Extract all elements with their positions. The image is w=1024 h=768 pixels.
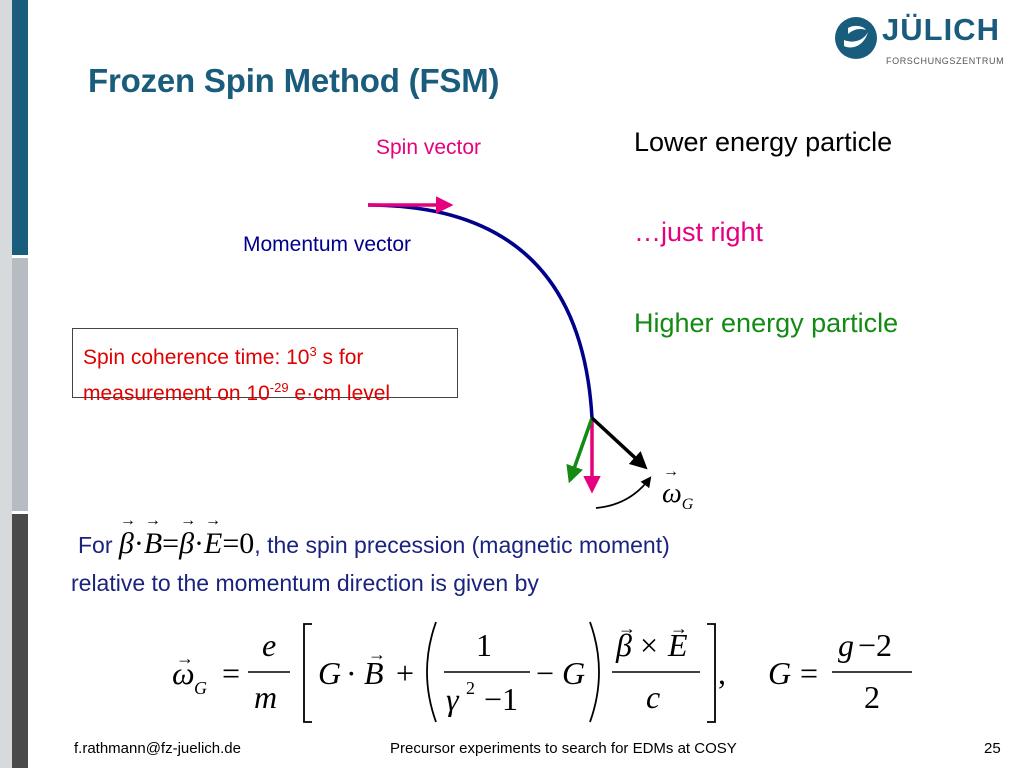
svg-text:1: 1 (476, 627, 492, 663)
svg-text:g: g (838, 627, 854, 663)
coherence-box: Spin coherence time: 103 s for measureme… (72, 328, 458, 405)
svg-text:2: 2 (466, 678, 475, 698)
spin-arrow-lower-energy (590, 416, 648, 470)
svg-text:−2: −2 (858, 627, 892, 663)
omega-subscript: G (681, 496, 694, 513)
coherence-line1-post: s for (316, 346, 364, 369)
svg-text:β: β (615, 627, 632, 663)
svg-text:,: , (718, 655, 726, 691)
svg-text:×: × (640, 627, 658, 663)
juelich-logo-icon (835, 17, 877, 59)
footer-email: f.rathmann@fz-juelich.de (74, 740, 241, 757)
for-rest: , the spin precession (magnetic moment) (254, 532, 670, 558)
legend-just-right: …just right (634, 217, 764, 247)
svg-text:→: → (368, 644, 386, 664)
svg-text:−1: −1 (484, 681, 518, 717)
svg-text:γ: γ (446, 681, 460, 717)
spin-vector-label: Spin vector (376, 136, 482, 159)
svg-text:B: B (364, 655, 384, 691)
momentum-trajectory (367, 203, 594, 419)
omega-g-label: ωG (662, 463, 694, 513)
svg-text:2: 2 (864, 679, 880, 715)
coherence-line2-exp: -29 (269, 380, 289, 395)
svg-text:+: + (396, 655, 414, 691)
svg-text:G: G (318, 655, 341, 691)
sidebar-dark-block (12, 514, 28, 768)
svg-text:c: c (646, 679, 660, 715)
legend-lower-energy: Lower energy particle (634, 127, 893, 157)
svg-text:e: e (262, 627, 276, 663)
precession-arc (595, 476, 652, 509)
svg-text:G: G (562, 655, 585, 691)
coherence-line2-post: e·cm level (288, 382, 391, 405)
footer-talk-title: Precursor experiments to search for EDMs… (390, 740, 737, 757)
relative-line: relative to the momentum direction is gi… (71, 570, 539, 596)
slide-title: Frozen Spin Method (FSM) (88, 62, 500, 99)
logo-name: JÜLICH (882, 12, 1000, 47)
for-word: For (78, 532, 113, 558)
momentum-vector-label: Momentum vector (243, 233, 412, 256)
svg-text:G: G (768, 655, 791, 691)
svg-text:ω: ω (172, 655, 195, 691)
svg-text:m: m (254, 679, 277, 715)
svg-text:→: → (176, 648, 194, 668)
spin-arrow-higher-energy (566, 417, 594, 484)
coherence-line1-exp: 3 (309, 344, 317, 359)
coherence-line1-pre: Spin coherence time: 10 (83, 346, 310, 369)
svg-text:·: · (346, 655, 357, 691)
for-condition-line: For β·B=β·E=0, the spin precession (magn… (78, 512, 670, 561)
coherence-line-1: Spin coherence time: 103 s for (83, 337, 457, 373)
legend-higher-energy: Higher energy particle (634, 308, 899, 338)
sidebar-gray-block (12, 258, 28, 511)
condition-equation: β·B=β·E=0 (119, 512, 254, 560)
sidebar-blue-block (12, 0, 28, 255)
juelich-logo: JÜLICH FORSCHUNGSZENTRUM (834, 12, 1005, 74)
footer-page-number: 25 (984, 740, 1001, 757)
svg-text:=: = (800, 655, 818, 691)
sidebar-stripes (0, 0, 28, 768)
svg-text:E: E (667, 627, 688, 663)
svg-text:−: − (536, 655, 554, 691)
sidebar-light-stripe (0, 0, 12, 768)
svg-text:→: → (670, 618, 688, 638)
coherence-line2-pre: measurement on 10 (83, 382, 270, 405)
coherence-line-2: measurement on 10-29 e·cm level (83, 373, 457, 409)
logo-subtitle: FORSCHUNGSZENTRUM (886, 56, 1005, 66)
svg-text:G: G (194, 678, 207, 698)
svg-text:=: = (222, 655, 240, 691)
omega-symbol: ω (662, 463, 682, 510)
svg-text:→: → (618, 618, 636, 638)
